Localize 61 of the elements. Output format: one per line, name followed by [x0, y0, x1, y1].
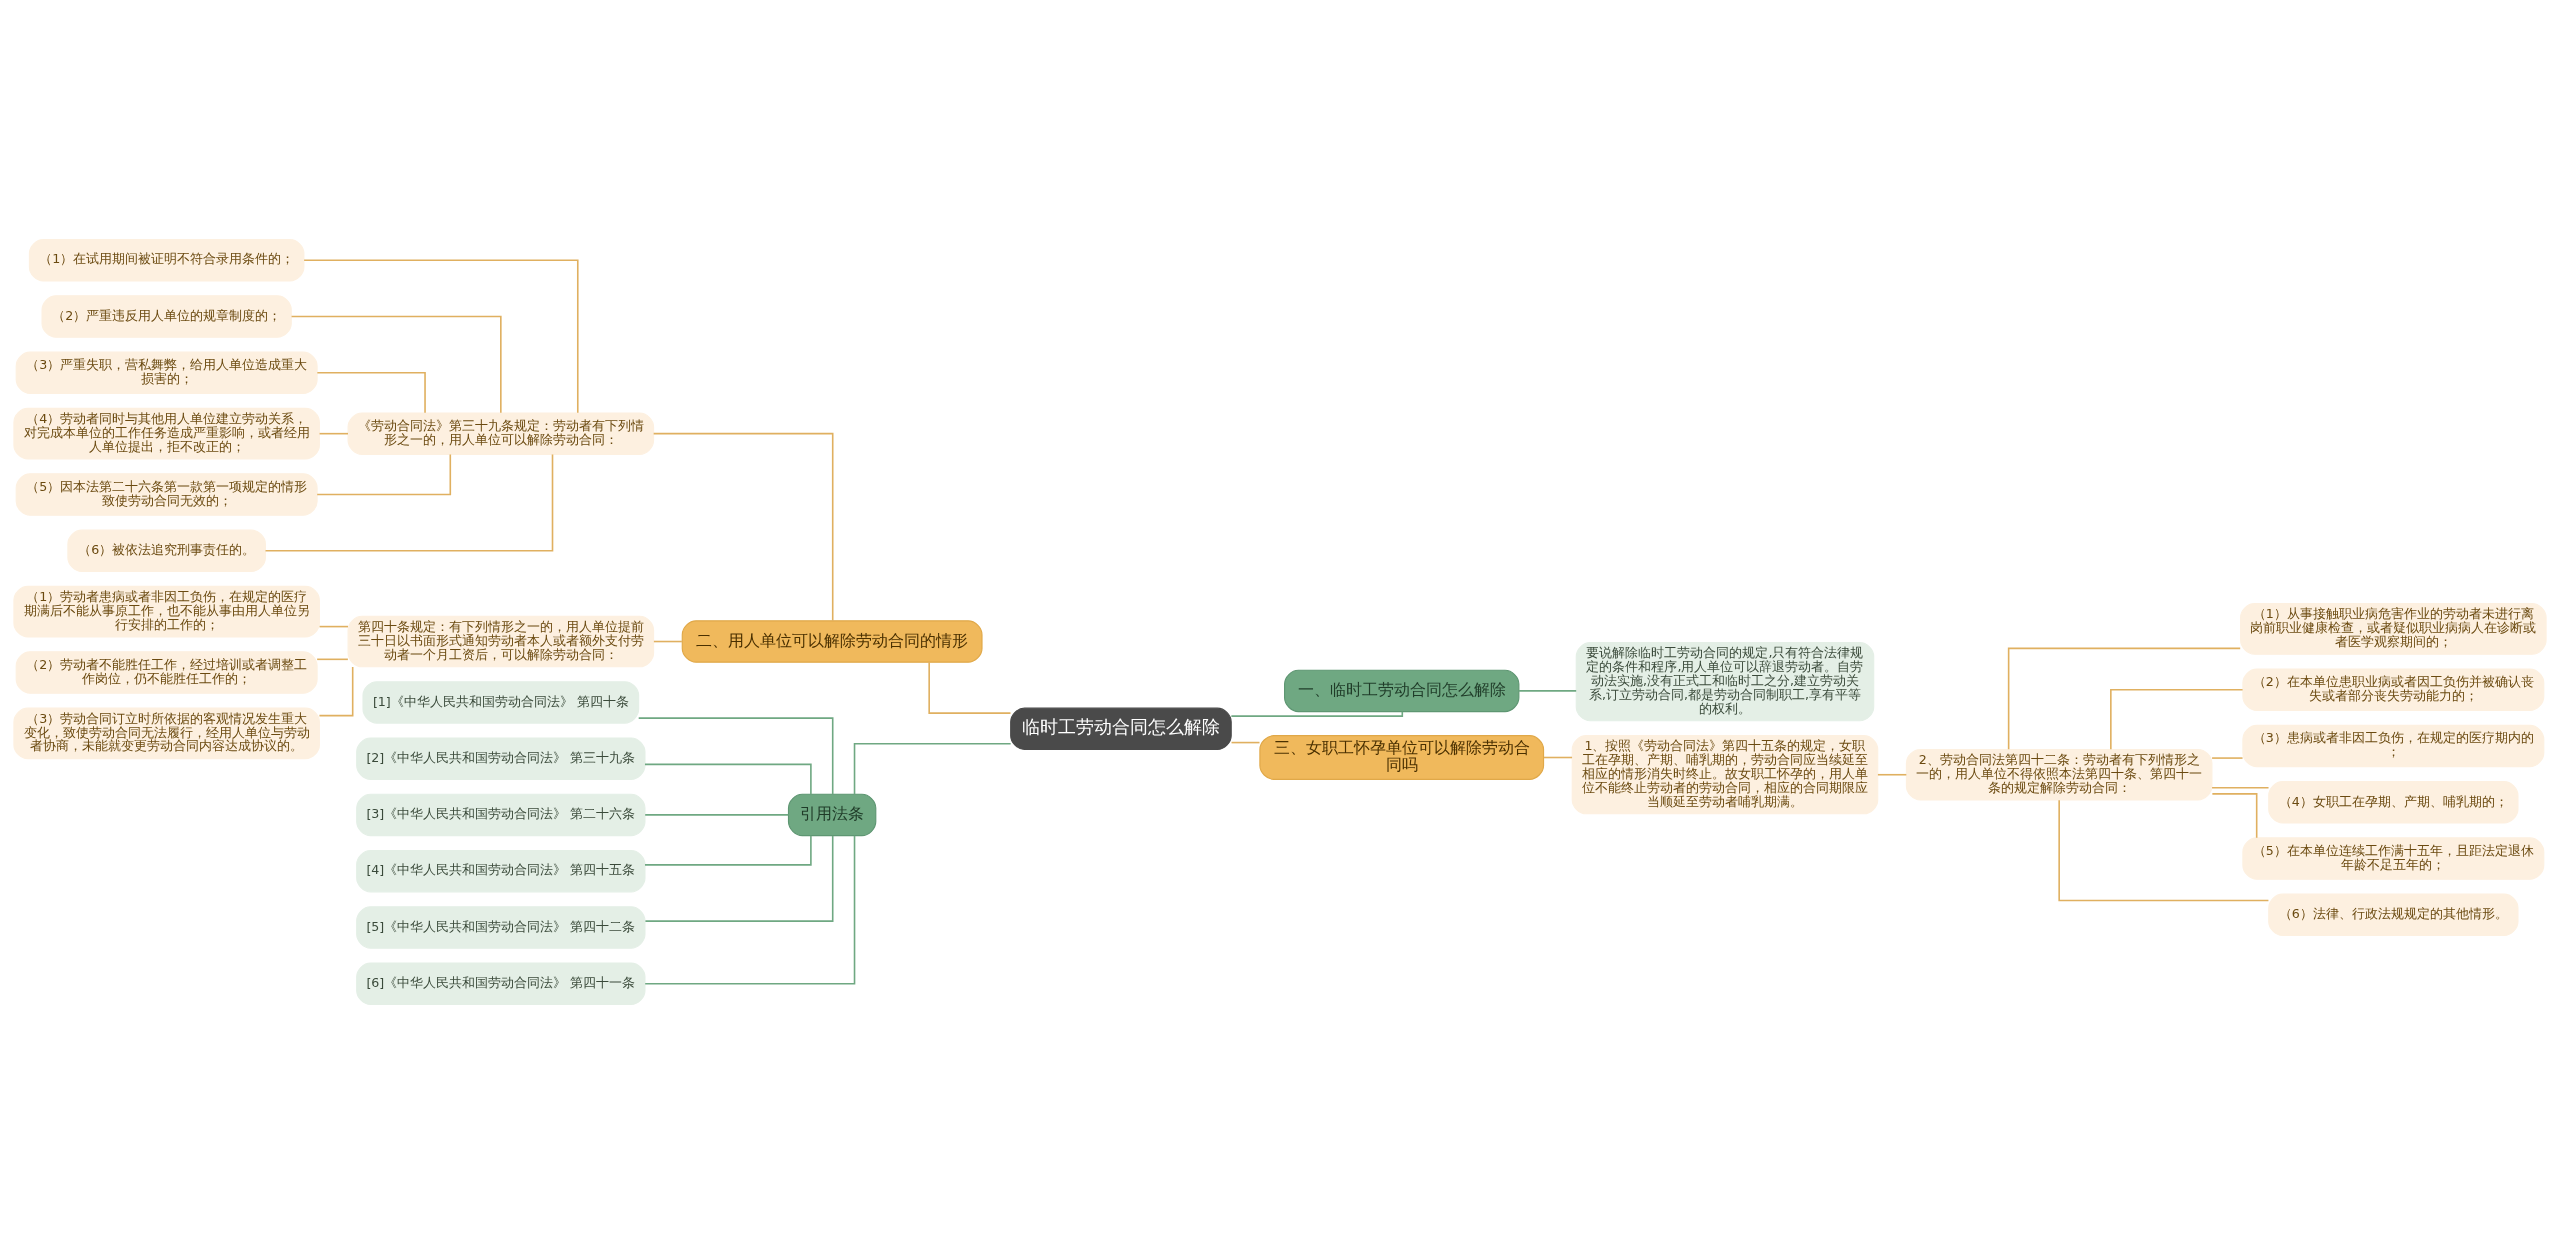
node-box: （5）在本单位连续工作满十五年，且距法定退休年龄不足五年的； — [2242, 836, 2545, 880]
node-box: 1、按照《劳动合同法》第四十五条的规定，女职工在孕期、产期、哺乳期的，劳动合同应当续延至相应的情形消失时终止。故女职工怀孕的，用人单位不能终止劳动者的劳动合同，相应的合同期限应当顺延至劳动者哺乳期满。 — [1571, 734, 1879, 814]
node-box: 第四十条规定：有下列情形之一的，用人单位提前三十日以书面形式通知劳动者本人或者额外支付劳动者一个月工资后，可以解除劳动合同： — [347, 615, 655, 667]
connector — [853, 742, 1012, 795]
connector — [644, 763, 812, 795]
connector — [1230, 741, 1261, 743]
node-box: 二、用人单位可以解除劳动合同的情形 — [681, 619, 983, 663]
connector — [644, 834, 812, 866]
node-box: （3）劳动合同订立时所依据的客观情况发生重大变化，致使劳动合同无法履行，经用人单位与劳动者协商，未能就变更劳动合同内容达成协议的。 — [13, 707, 320, 759]
node-box: （5）因本法第二十六条第一款第一项规定的情形致使劳动合同无效的； — [15, 472, 318, 516]
node-box: （3）患病或者非因工负伤，在规定的医疗期内的； — [2242, 724, 2545, 767]
connector — [928, 660, 1012, 714]
connector — [2007, 647, 2241, 750]
node-box: （4）女职工在孕期、产期、哺乳期的； — [2268, 780, 2519, 824]
node-box: （4）劳动者同时与其他用人单位建立劳动关系，对完成本单位的工作任务造成严重影响，或者经用人单位提出，拒不改正的； — [13, 407, 320, 459]
node-box: （1）劳动者患病或者非因工负伤，在规定的医疗期满后不能从事原工作，也不能从事由用人单位另行安排的工作的； — [13, 585, 320, 637]
connector — [316, 658, 349, 660]
node-box: （1）从事接触职业病危害作业的劳动者未进行离岗前职业健康检查，或者疑似职业病病人在诊断或者医学观察期间的； — [2240, 602, 2547, 655]
connector — [2058, 798, 2270, 901]
node-box: （6）法律、行政法规规定的其他情形。 — [2268, 893, 2519, 936]
node-box: （6）被依法追究刑事责任的。 — [67, 529, 266, 572]
connector — [2211, 756, 2244, 759]
connector — [2211, 792, 2258, 839]
node-box: 三、女职工怀孕单位可以解除劳动合同吗 — [1259, 734, 1545, 780]
connector — [2211, 786, 2270, 789]
connector — [303, 258, 579, 414]
node-box: [6]《中华人民共和国劳动合同法》 第四十一条 — [356, 962, 646, 1005]
node-box: 《劳动合同法》第三十九条规定：劳动者有下列情形之一的，用人单位可以解除劳动合同： — [347, 411, 655, 455]
node-box: 临时工劳动合同怎么解除 — [1010, 707, 1232, 750]
node-box: （2）在本单位患职业病或者因工负伤并被确认丧失或者部分丧失劳动能力的； — [2242, 668, 2545, 711]
connector — [318, 665, 354, 716]
connector — [2110, 688, 2244, 750]
node-box: 引用法条 — [787, 793, 877, 836]
connector — [264, 453, 554, 552]
connector — [1877, 773, 1908, 776]
node-box: [3]《中华人民共和国劳动合同法》 第二十六条 — [356, 793, 646, 836]
connector — [1543, 756, 1573, 758]
connector — [1518, 689, 1577, 692]
connector — [644, 813, 790, 816]
node-box: [4]《中华人民共和国劳动合同法》 第四十五条 — [356, 849, 646, 892]
node-box: [1]《中华人民共和国劳动合同法》 第四十条 — [362, 680, 640, 724]
connector — [644, 834, 856, 985]
connector — [644, 834, 834, 922]
connector — [290, 315, 502, 414]
connector — [316, 371, 426, 414]
node-box: [2]《中华人民共和国劳动合同法》 第三十九条 — [356, 736, 646, 780]
connector — [652, 432, 834, 622]
node-box: （3）严重失职，营私舞弊，给用人单位造成重大损害的； — [15, 351, 318, 394]
connector — [318, 432, 349, 434]
connector — [316, 453, 452, 495]
node-box: 一、临时工劳动合同怎么解除 — [1284, 669, 1520, 712]
node-box: 要说解除临时工劳动合同的规定,只有符合法律规定的条件和程序,用人单位可以辞退劳动者。自劳动法实施,没有正式工和临时工之分,建立劳动关系,订立劳动合同,都是劳动合同制职工,享有平等的权利。 — [1575, 641, 1875, 721]
connector — [318, 625, 349, 627]
node-box: 2、劳动合同法第四十二条：劳动者有下列情形之一的，用人单位不得依照本法第四十条、第四十一条的规定解除劳动合同： — [1905, 748, 2213, 801]
connector — [1230, 710, 1404, 717]
node-box: [5]《中华人民共和国劳动合同法》 第四十二条 — [356, 905, 646, 949]
connector — [637, 716, 834, 795]
node-box: （1）在试用期间被证明不符合录用条件的； — [28, 238, 305, 281]
node-box: （2）严重违反用人单位的规章制度的； — [41, 294, 292, 338]
connector — [653, 640, 683, 642]
node-box: （2）劳动者不能胜任工作，经过培训或者调整工作岗位，仍不能胜任工作的； — [15, 650, 318, 694]
